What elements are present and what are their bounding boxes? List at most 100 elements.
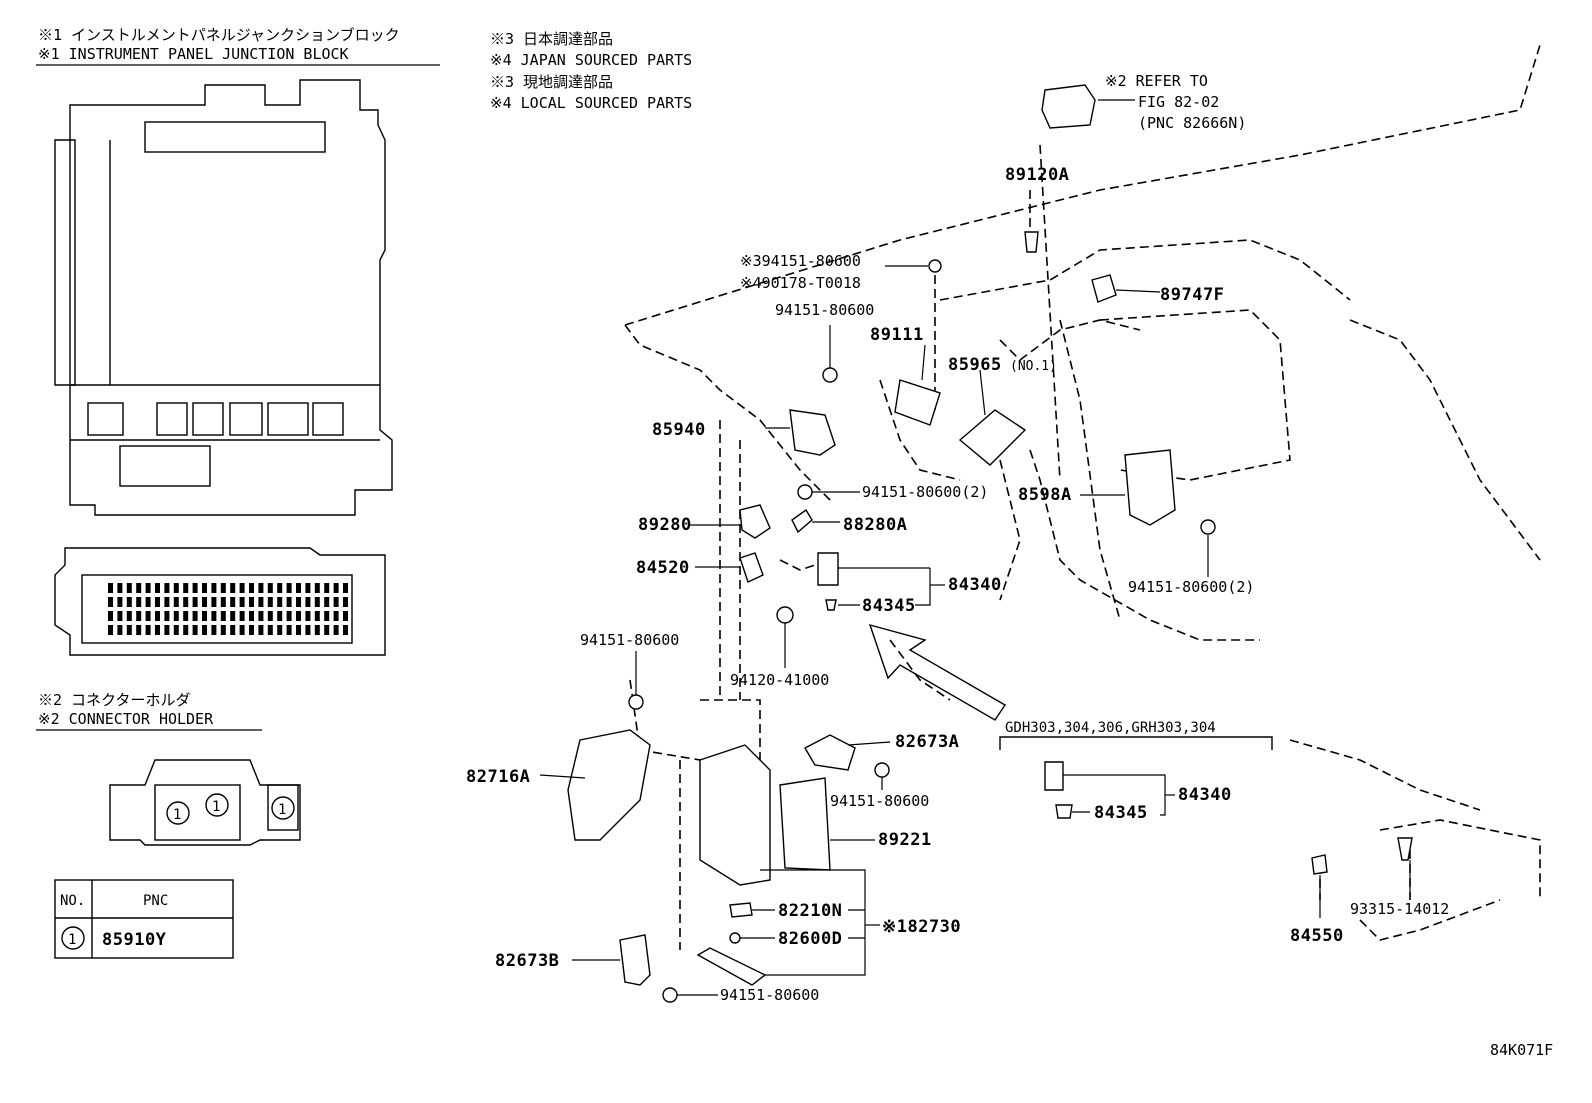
clip-b xyxy=(822,367,838,383)
holder-marker-3: 1 xyxy=(278,802,286,818)
label-84550: 84550 xyxy=(1290,926,1344,946)
vent-slot xyxy=(117,625,123,635)
label-8598a: 8598A xyxy=(1018,485,1072,505)
vent-slot xyxy=(155,625,160,635)
part-shapes xyxy=(567,84,1413,1003)
part-89747f xyxy=(1091,274,1117,303)
vent-slot xyxy=(239,597,245,607)
part-85965 xyxy=(958,409,1027,466)
part-89221-cover xyxy=(779,777,831,871)
vent-slot xyxy=(277,597,283,607)
vent-slot xyxy=(192,625,198,635)
vent-slot xyxy=(211,597,217,607)
figure-id: 84K071F xyxy=(1490,1041,1553,1059)
vent-slot xyxy=(108,625,113,635)
vent-slot xyxy=(249,611,254,621)
vent-slot xyxy=(155,583,160,593)
label-94151-80600-2a: 94151-80600(2) xyxy=(862,483,988,501)
part-89221 xyxy=(699,744,771,886)
vent-slot xyxy=(202,625,207,635)
label-94151-80600-c: 94151-80600 xyxy=(580,631,679,649)
japan-sourced-jp: ※3 日本調達部品 xyxy=(490,30,613,48)
vent-slot xyxy=(324,625,330,635)
vent-slot xyxy=(117,597,123,607)
vent-slot xyxy=(286,583,292,593)
vent-slot xyxy=(314,597,320,607)
vent-slot xyxy=(155,597,160,607)
vent-slot xyxy=(202,583,207,593)
label-84520: 84520 xyxy=(636,558,690,578)
connector-holder-note-jp: ※2 コネクターホルダ xyxy=(38,691,190,709)
refer-line-2: FIG 82-02 xyxy=(1138,93,1219,111)
vent-slot xyxy=(286,625,292,635)
dashboard-outline xyxy=(624,44,1541,950)
vent-slot xyxy=(173,597,179,607)
vent-slot xyxy=(258,611,264,621)
view-arrow-icon xyxy=(868,623,1006,721)
vent-slot xyxy=(343,611,348,621)
junction-block-note-en: ※1 INSTRUMENT PANEL JUNCTION BLOCK xyxy=(38,45,349,63)
vent-slot xyxy=(230,625,236,635)
vent-slot xyxy=(343,583,348,593)
table-header-pnc: PNC xyxy=(143,893,168,909)
vent-slot xyxy=(202,597,207,607)
vent-slot xyxy=(324,597,330,607)
part-85940 xyxy=(789,409,836,456)
part-89111 xyxy=(894,379,941,426)
vent-slot xyxy=(296,583,301,593)
label-89111: 89111 xyxy=(870,325,924,345)
label-82730: ※182730 xyxy=(882,917,961,937)
vent-slot xyxy=(230,597,236,607)
label-82716a: 82716A xyxy=(466,767,530,787)
vent-slot xyxy=(239,611,245,621)
junction-block-note-jp: ※1 インストルメントパネルジャンクションブロック xyxy=(38,26,400,44)
table-header-no: NO. xyxy=(60,893,85,909)
vent-slot xyxy=(164,583,170,593)
connector-holder-drawing: 1 1 1 xyxy=(109,759,301,846)
vent-slot xyxy=(136,597,142,607)
part-84345-a xyxy=(825,599,837,611)
vent-slot xyxy=(249,583,254,593)
vent-slot xyxy=(305,583,311,593)
vent-slot xyxy=(277,625,283,635)
vent-slot xyxy=(314,625,320,635)
table-row-pnc: 85910Y xyxy=(102,930,167,950)
table-row-no: 1 xyxy=(68,932,76,948)
label-94151-80600-2b: 94151-80600(2) xyxy=(1128,578,1254,596)
junction-block-bottom-view xyxy=(54,547,386,656)
holder-marker-2: 1 xyxy=(212,799,220,815)
vent-slot xyxy=(145,597,151,607)
local-sourced-jp: ※3 現地調達部品 xyxy=(490,73,613,91)
vent-slot xyxy=(267,583,273,593)
vent-slot xyxy=(155,611,160,621)
vent-slot xyxy=(267,625,273,635)
vent-slot xyxy=(192,597,198,607)
vent-slot xyxy=(343,597,348,607)
label-94151-80600-d: 94151-80600 xyxy=(830,792,929,810)
vent-slot xyxy=(314,611,320,621)
vent-slot xyxy=(136,583,142,593)
vent-slot xyxy=(249,625,254,635)
vent-slot xyxy=(173,583,179,593)
vent-slot xyxy=(183,611,189,621)
label-84340-a: 84340 xyxy=(948,575,1002,595)
part-fuse-plate xyxy=(696,947,767,986)
local-sourced-en: ※4 LOCAL SOURCED PARTS xyxy=(490,94,692,112)
connector-holder-part xyxy=(1041,84,1096,129)
vent-slot xyxy=(333,583,339,593)
vent-slot xyxy=(296,625,301,635)
clip-c xyxy=(628,694,644,710)
connector-holder-note-en: ※2 CONNECTOR HOLDER xyxy=(38,710,214,728)
vent-slot xyxy=(296,611,301,621)
vent-slot xyxy=(267,597,273,607)
vent-slot xyxy=(108,611,113,621)
label-85965-no: (NO.1) xyxy=(1010,359,1057,374)
label-82210n: 82210N xyxy=(778,901,842,921)
part-8598a xyxy=(1124,449,1176,526)
vent-slot xyxy=(117,583,123,593)
vent-slot xyxy=(314,583,320,593)
vent-slot xyxy=(183,583,189,593)
vent-slot xyxy=(164,597,170,607)
vent-slot xyxy=(126,611,132,621)
